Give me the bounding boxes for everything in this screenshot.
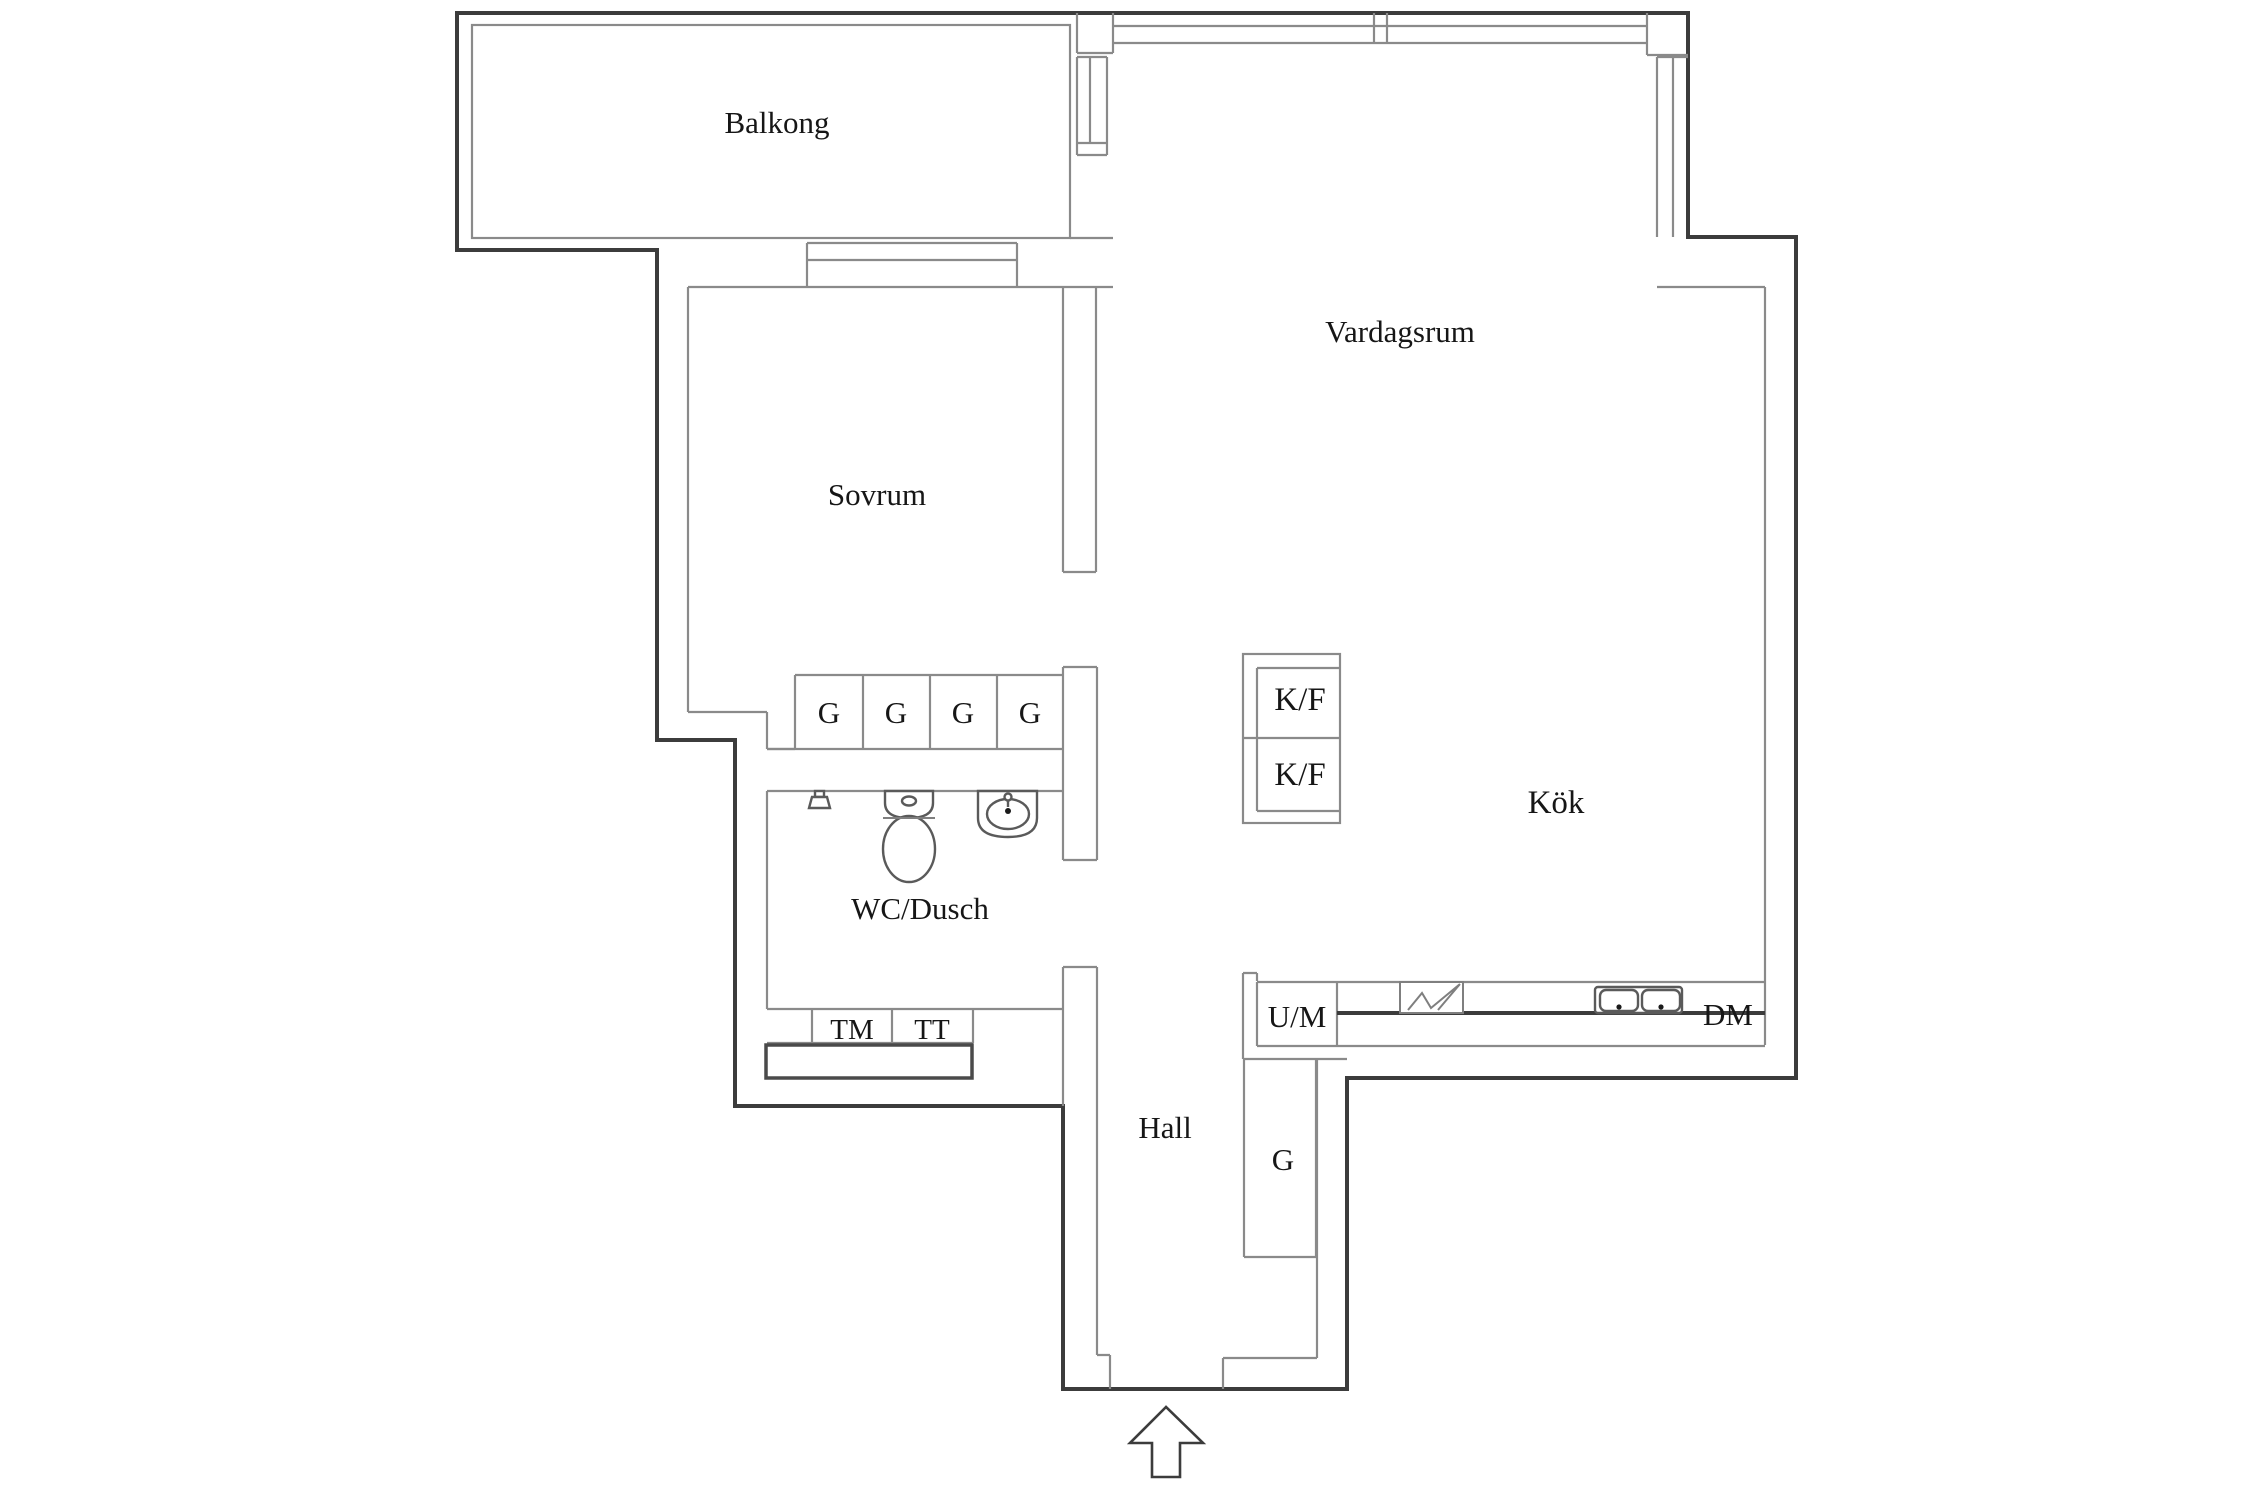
appliance-labels: K/F K/F TM TT U/M DM: [830, 682, 1753, 1046]
hall-west-wall-lower: [1061, 965, 1099, 1355]
kitchen-counter-outline: [1255, 980, 1765, 1048]
east-wall-inner: [1657, 285, 1767, 1045]
living-room-right-window: [1655, 55, 1688, 237]
wardrobe-label-3: G: [952, 695, 974, 730]
living-room-top-window: [1113, 13, 1688, 57]
laundry-bench: [764, 1043, 974, 1080]
oven-microwave-label: U/M: [1268, 999, 1327, 1034]
living-room-label: Vardagsrum: [1325, 314, 1475, 349]
stove-icon: [1399, 981, 1464, 1014]
shower-icon: [807, 789, 832, 810]
hall-label: Hall: [1138, 1110, 1191, 1145]
dishwasher-label: DM: [1703, 997, 1753, 1032]
tumble-dryer-label: TT: [914, 1014, 950, 1046]
bedroom-walls: [686, 287, 1098, 751]
wardrobe-label-2: G: [885, 695, 907, 730]
balcony-label: Balkong: [724, 105, 829, 140]
fridge-freezer-inner-lines: [1243, 666, 1340, 813]
bedroom-window: [805, 241, 1019, 287]
fridge-freezer-unit: [1241, 652, 1342, 825]
closet-labels: G G G G G: [818, 695, 1294, 1177]
hall-walls: [1097, 971, 1347, 1389]
washbasin-icon: [976, 789, 1039, 839]
bathroom-label: WC/Dusch: [851, 891, 989, 926]
washing-machine-label: TM: [830, 1014, 874, 1046]
kitchen-sink-icon: [1593, 985, 1684, 1015]
room-labels: Balkong Vardagsrum Sovrum WC/Dusch Kök H…: [724, 105, 1584, 1145]
exterior-wall-outline: [455, 11, 1798, 1391]
interior-walls: [470, 13, 1767, 1389]
fridge-freezer-bottom-label: K/F: [1274, 757, 1325, 793]
hall-wardrobe-label: G: [1272, 1142, 1294, 1177]
kitchen-fixtures: [1399, 981, 1684, 1015]
hall-west-wall-upper: [1061, 665, 1099, 862]
wardrobe-label-1: G: [818, 695, 840, 730]
entrance-arrow-icon: [1126, 1405, 1207, 1479]
fridge-freezer-top-label: K/F: [1274, 682, 1325, 718]
wardrobe-label-4: G: [1019, 695, 1041, 730]
kitchen-label: Kök: [1528, 785, 1585, 821]
balcony-parapet: [470, 23, 1072, 240]
bathroom-fixtures: [807, 789, 1039, 884]
toilet-icon: [881, 789, 937, 884]
bedroom-label: Sovrum: [828, 477, 926, 512]
balcony-door-and-north-wall: [688, 13, 1115, 289]
wardrobe-row-outline: [767, 673, 1063, 751]
